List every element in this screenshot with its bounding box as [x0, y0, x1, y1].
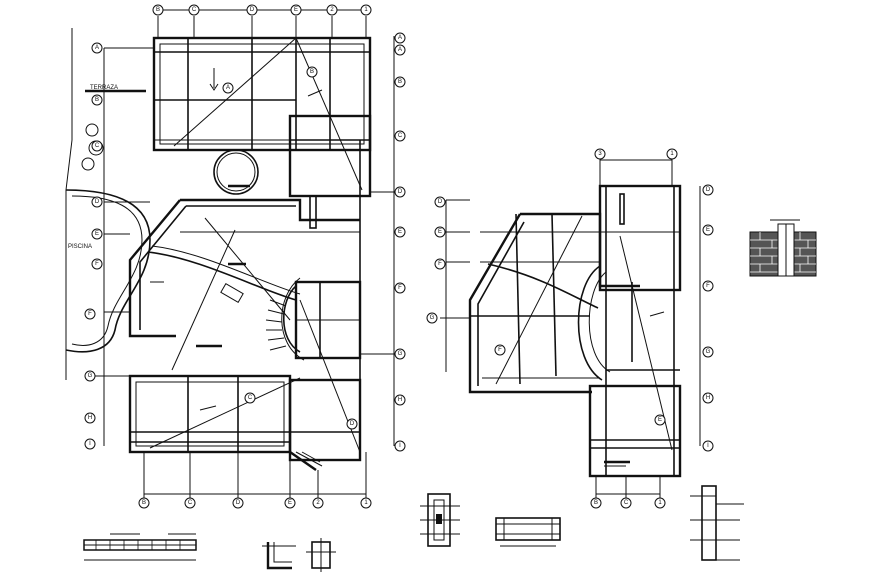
right-grid-lines — [440, 158, 701, 500]
svg-text:F: F — [498, 347, 502, 353]
svg-text:E: E — [398, 229, 402, 235]
detail-corner-t — [306, 538, 336, 572]
svg-text:D: D — [438, 199, 443, 205]
left-bottom-grid-bubbles: B C D E 2 1 — [138, 497, 372, 509]
svg-text:B: B — [398, 79, 402, 85]
svg-text:D: D — [95, 199, 100, 205]
pool-label: PISCINA — [68, 244, 92, 250]
svg-text:B: B — [156, 7, 160, 13]
svg-text:E: E — [95, 231, 99, 237]
svg-text:A: A — [226, 85, 230, 91]
svg-text:1: 1 — [364, 7, 368, 13]
svg-text:D: D — [250, 7, 255, 13]
detail-corner-l — [262, 542, 296, 570]
svg-text:F: F — [438, 261, 442, 267]
left-left-grid-bubbles: A B C D E F F G H I — [84, 42, 103, 450]
svg-text:D: D — [236, 500, 241, 506]
svg-text:G: G — [398, 351, 403, 357]
svg-text:1: 1 — [364, 500, 368, 506]
svg-text:F: F — [88, 311, 92, 317]
svg-text:D: D — [350, 421, 355, 427]
svg-text:C: C — [192, 7, 197, 13]
svg-text:A: A — [95, 45, 99, 51]
svg-text:G: G — [88, 373, 93, 379]
right-top-grid-bubbles: 3 1 — [594, 148, 678, 160]
left-room-tags: A B C D — [222, 66, 358, 430]
svg-text:G: G — [430, 315, 435, 321]
svg-text:2: 2 — [316, 500, 320, 506]
right-floor-plan: 3 1 B C 1 D E F G H I D E F G F E — [426, 148, 714, 509]
svg-text:C: C — [188, 500, 193, 506]
svg-text:C: C — [248, 395, 253, 401]
detail-footing — [495, 517, 561, 547]
svg-text:1: 1 — [670, 151, 674, 157]
right-right-grid-bubbles: D E F G H I — [702, 184, 714, 452]
svg-text:E: E — [658, 417, 662, 423]
svg-text:3: 3 — [598, 151, 602, 157]
svg-text:C: C — [624, 500, 629, 506]
svg-text:H: H — [88, 415, 92, 421]
svg-text:D: D — [398, 189, 403, 195]
svg-text:1: 1 — [658, 500, 662, 506]
svg-text:2: 2 — [330, 7, 334, 13]
svg-text:F: F — [95, 261, 99, 267]
left-floor-plan: TERRAZA PISCINA — [65, 4, 406, 509]
svg-text:B: B — [310, 69, 314, 75]
right-left-grid-bubbles: D E F G — [426, 196, 446, 324]
detail-beam-section — [83, 533, 197, 561]
circular-feature — [213, 149, 259, 195]
detail-column — [420, 493, 460, 547]
brick-wall-detail — [749, 219, 817, 277]
svg-text:C: C — [398, 133, 403, 139]
svg-text:E: E — [294, 7, 298, 13]
svg-text:I: I — [89, 441, 91, 447]
svg-text:F: F — [706, 283, 710, 289]
svg-text:E: E — [288, 500, 292, 506]
svg-text:B: B — [95, 97, 99, 103]
svg-text:I: I — [399, 443, 401, 449]
detail-wall-section — [690, 485, 744, 561]
tree-icon — [85, 123, 99, 137]
svg-text:F: F — [398, 285, 402, 291]
svg-text:I: I — [707, 443, 709, 449]
left-right-grid-bubbles: A A B C D E F G H I — [394, 32, 406, 452]
svg-text:H: H — [706, 395, 710, 401]
right-room-tags: F E — [494, 344, 666, 426]
right-step-hatch — [604, 460, 630, 467]
svg-text:B: B — [594, 500, 598, 506]
svg-text:A: A — [398, 47, 402, 53]
svg-text:G: G — [706, 349, 711, 355]
svg-text:C: C — [95, 143, 100, 149]
svg-text:A: A — [398, 35, 402, 41]
right-bottom-grid-bubbles: B C 1 — [590, 497, 666, 509]
svg-text:B: B — [142, 500, 146, 506]
svg-text:H: H — [398, 397, 402, 403]
tree-icon — [81, 157, 95, 171]
svg-text:E: E — [706, 227, 710, 233]
step-hatch — [289, 451, 323, 471]
svg-text:D: D — [706, 187, 711, 193]
left-top-grid-bubbles: B C D E 2 1 — [152, 4, 372, 16]
stair-hatch — [265, 299, 287, 351]
svg-text:E: E — [438, 229, 442, 235]
